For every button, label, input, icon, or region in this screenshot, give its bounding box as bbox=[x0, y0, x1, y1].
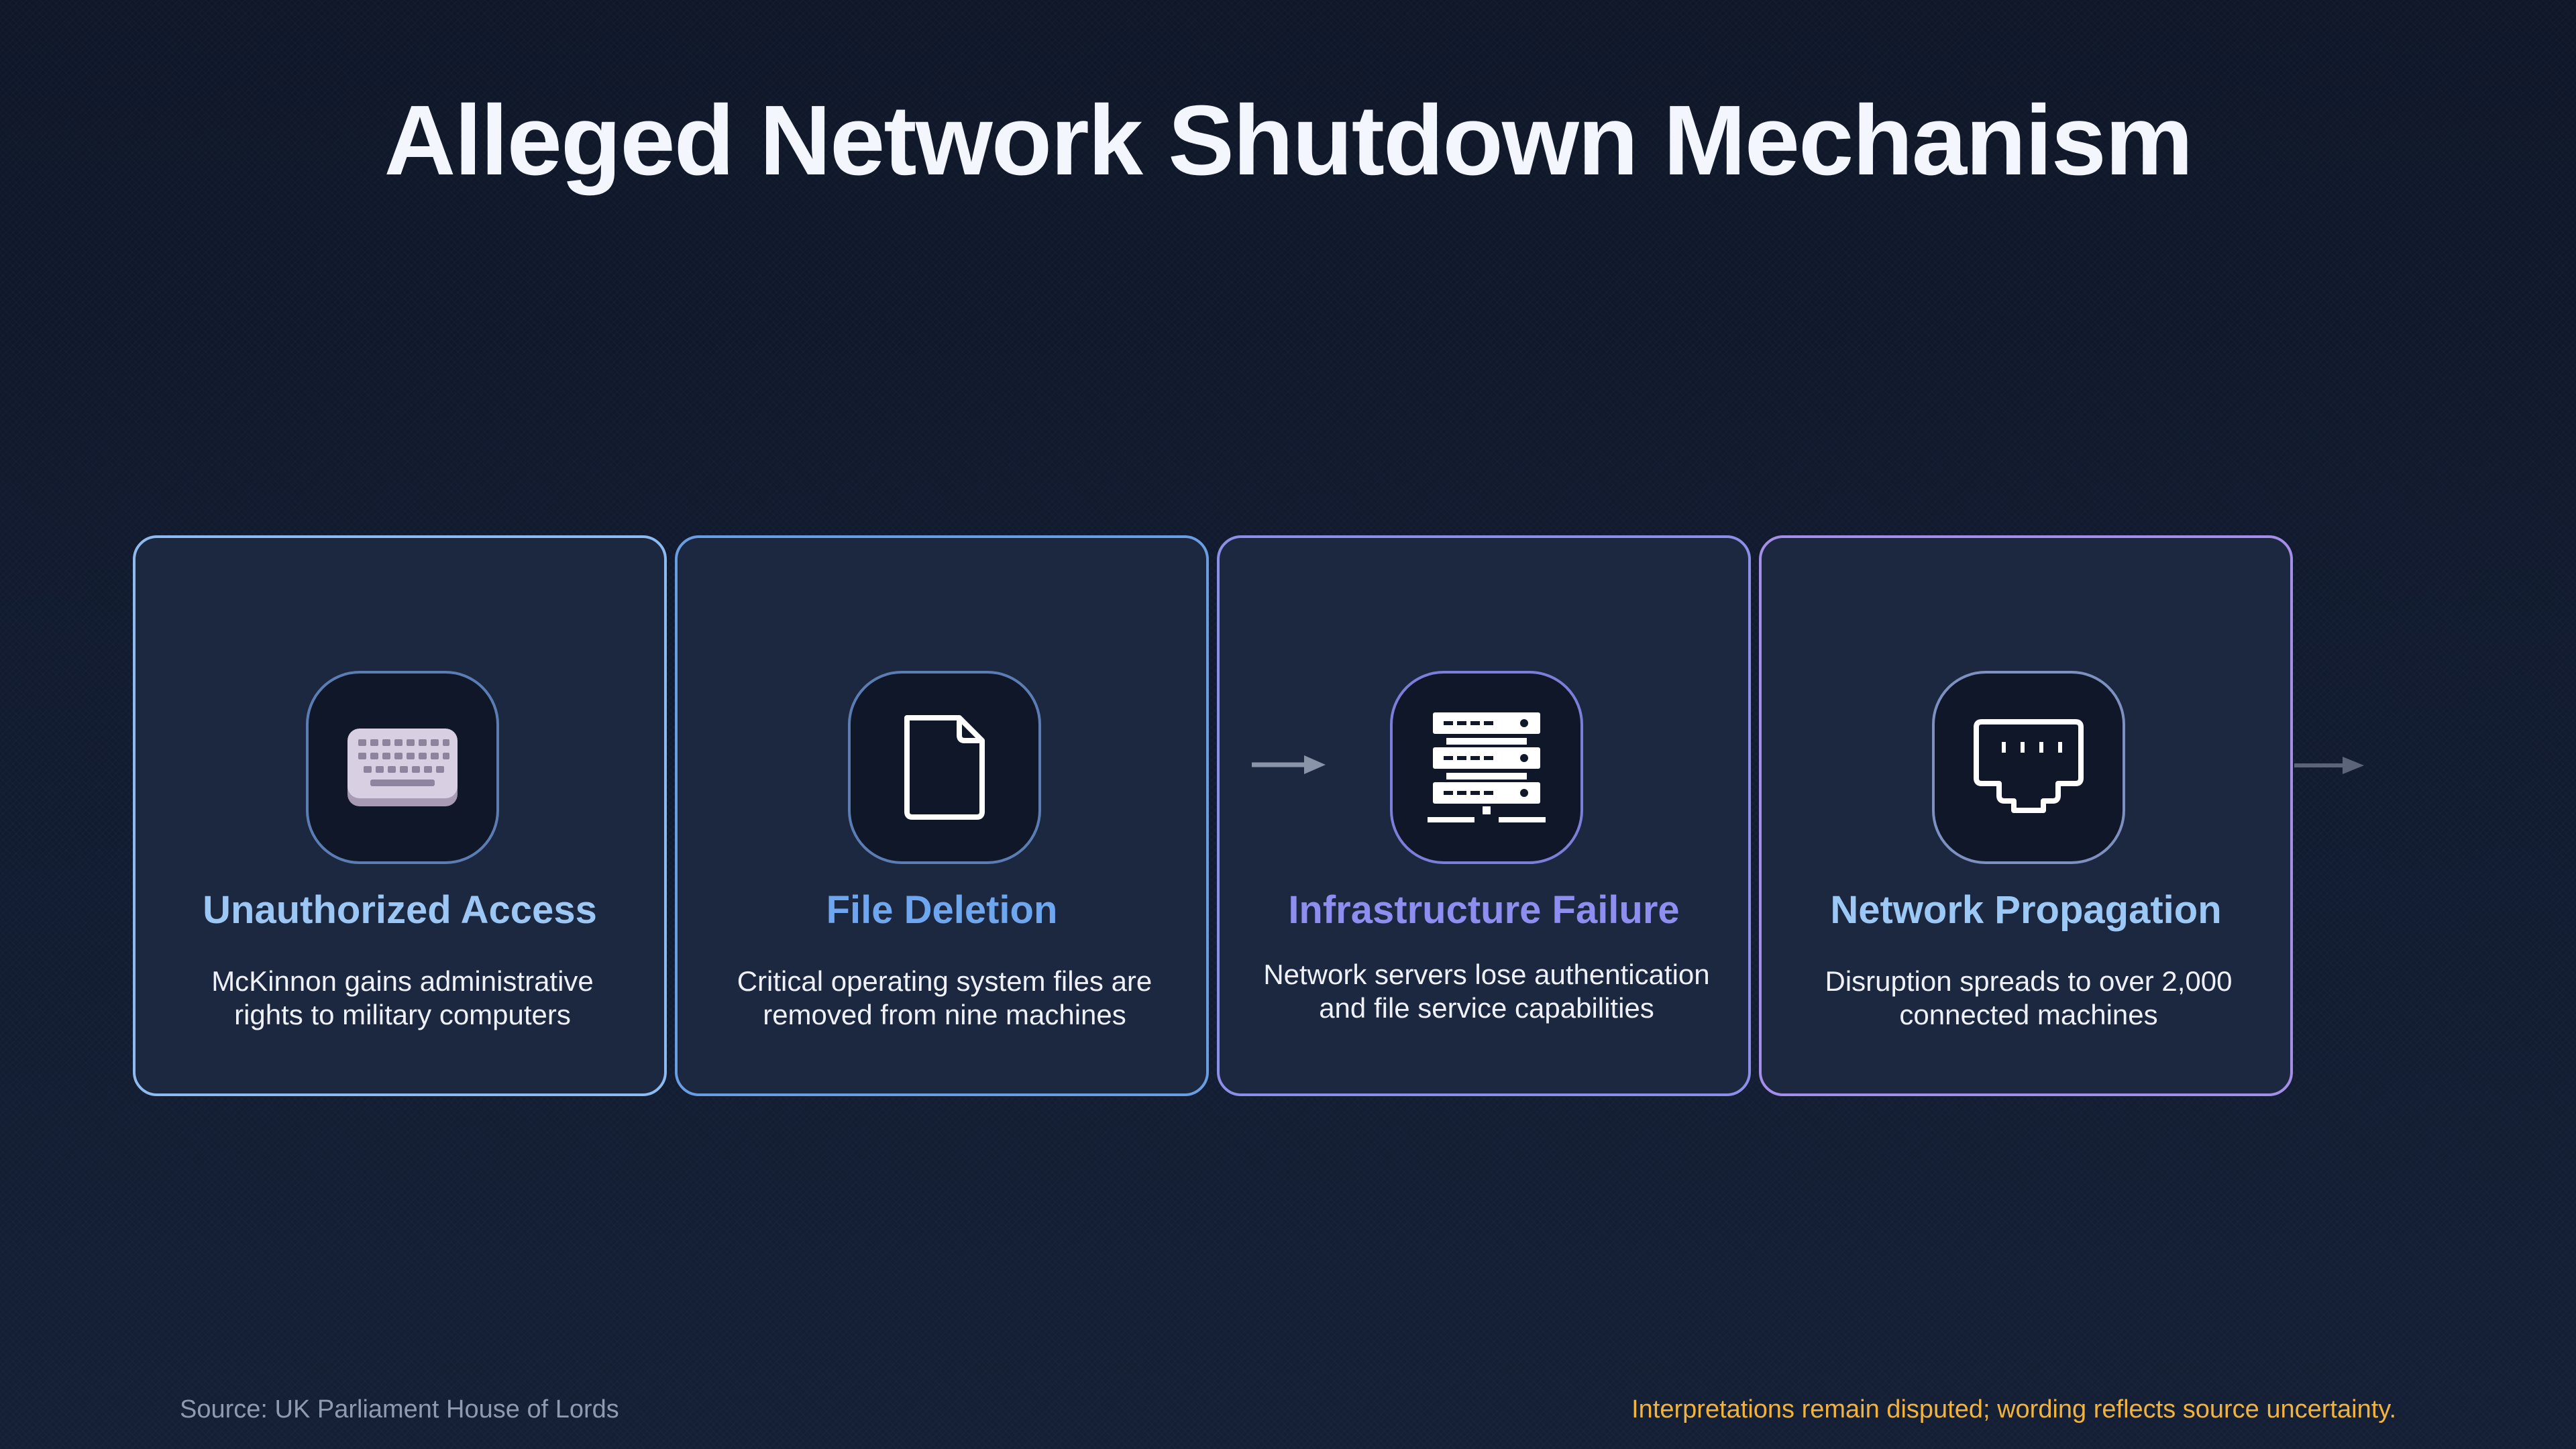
step-description: Disruption spreads to over 2,000 connect… bbox=[1825, 965, 2233, 1030]
flow-arrow-icon bbox=[1252, 755, 1326, 774]
step-title: File Deletion bbox=[826, 888, 1058, 932]
source-citation: Source: UK Parliament House of Lords bbox=[180, 1395, 619, 1424]
step-title: Unauthorized Access bbox=[203, 888, 597, 932]
step-description: Network servers lose authentication and … bbox=[1263, 959, 1710, 1024]
document-icon bbox=[848, 671, 1041, 864]
step-card-network-propagation: Network Propagation Disruption spreads t… bbox=[1759, 535, 2293, 1096]
page-title: Alleged Network Shutdown Mechanism bbox=[384, 85, 2193, 196]
flow-arrow-end-icon bbox=[2294, 757, 2364, 774]
step-title: Network Propagation bbox=[1830, 888, 2222, 932]
step-card-file-deletion: File Deletion Critical operating system … bbox=[675, 535, 1209, 1096]
step-card-infrastructure-failure: Infrastructure Failure Network servers l… bbox=[1217, 535, 1751, 1096]
step-description: Critical operating system files are remo… bbox=[737, 965, 1152, 1030]
step-card-unauthorized-access: Unauthorized Access McKinnon gains admin… bbox=[133, 535, 667, 1096]
step-title: Infrastructure Failure bbox=[1288, 888, 1680, 932]
disclaimer-note: Interpretations remain disputed; wording… bbox=[1631, 1395, 2396, 1424]
server-rack-icon bbox=[1390, 671, 1583, 864]
keyboard-icon bbox=[306, 671, 499, 864]
ethernet-port-icon bbox=[1932, 671, 2125, 864]
step-description: McKinnon gains administrative rights to … bbox=[211, 965, 594, 1030]
